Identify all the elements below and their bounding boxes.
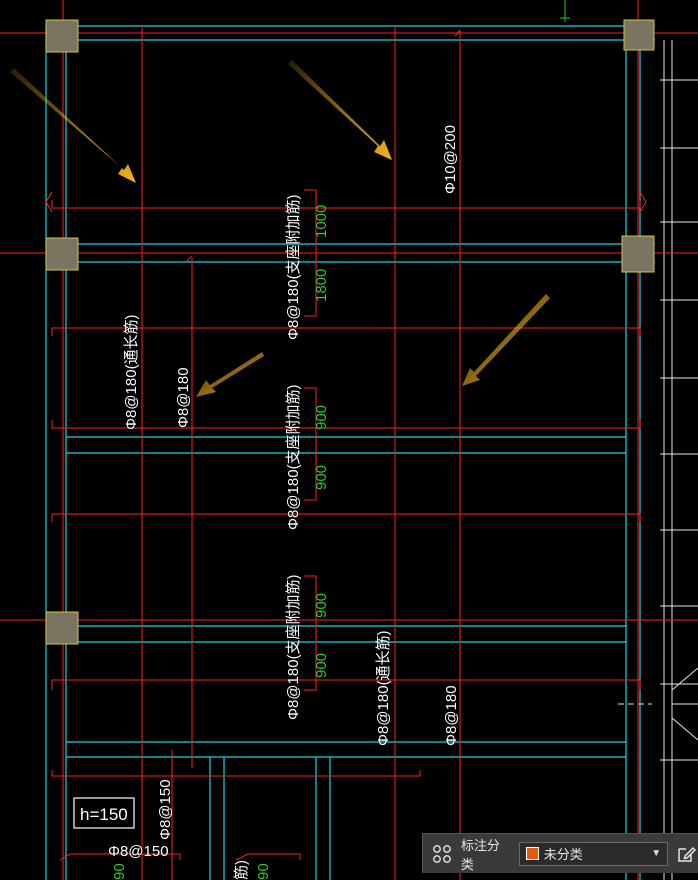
arrow-icon xyxy=(288,60,392,160)
column-mid-right[interactable] xyxy=(621,235,655,273)
category-select[interactable]: 未分类 ▼ xyxy=(518,841,669,866)
dim-label-900-d: 900 xyxy=(313,653,330,678)
column-top-right[interactable] xyxy=(623,19,655,51)
rebar-label-right-low[interactable]: Φ8@180 xyxy=(443,685,460,746)
axis-marker xyxy=(560,0,570,22)
dim-label-cut-bottom: 90 xyxy=(255,863,272,880)
rebar-label-through-left[interactable]: Φ8@180(通长筋) xyxy=(123,314,140,430)
arrow-icon xyxy=(10,68,136,183)
dim-label-1000: 1000 xyxy=(313,205,330,238)
arrow-icon xyxy=(196,352,264,397)
rebar-label-d8-150-vertical[interactable]: Φ8@150 xyxy=(157,779,174,840)
chevron-down-icon[interactable]: ▼ xyxy=(651,848,662,859)
rebar-label-left[interactable]: Φ8@180 xyxy=(175,367,192,428)
column-mid-left[interactable] xyxy=(45,237,79,271)
edit-icon[interactable] xyxy=(674,842,698,866)
highlight-arrows xyxy=(10,60,550,397)
rebar-label-support-mid[interactable]: Φ8@180(支座附加筋) xyxy=(285,384,302,530)
annotation-category-toolbar: 标注分类 未分类 ▼ xyxy=(422,833,698,873)
dim-label-900-b: 900 xyxy=(313,465,330,490)
rebar-label-d8-150-horizontal[interactable]: Φ8@150 xyxy=(108,843,169,860)
columns[interactable] xyxy=(45,19,655,645)
cut-label-partial: 筋) xyxy=(233,860,250,880)
column-low-left[interactable] xyxy=(45,611,79,645)
dim-label-1800: 1800 xyxy=(313,269,330,302)
grid-icon[interactable] xyxy=(429,841,455,867)
category-select-value: 未分类 xyxy=(543,847,583,862)
dim-label-cut-left: 90 xyxy=(111,863,128,880)
arrow-icon xyxy=(462,294,550,386)
dim-label-900-a: 900 xyxy=(313,405,330,430)
category-label: 标注分类 xyxy=(460,837,500,872)
slab-thickness-label: h=150 xyxy=(80,805,128,824)
rebar-label-support-low[interactable]: Φ8@180(支座附加筋) xyxy=(285,574,302,720)
cyan-beam-lines xyxy=(45,25,655,880)
dim-label-900-c: 900 xyxy=(313,593,330,618)
category-color-swatch xyxy=(525,847,539,860)
slab-thickness-box xyxy=(73,797,135,829)
rebar-label-support-top[interactable]: Φ8@180(支座附加筋) xyxy=(285,194,302,340)
rebar-label-d10-200[interactable]: Φ10@200 xyxy=(442,125,459,194)
column-top-left[interactable] xyxy=(45,19,79,53)
right-edge-white-lines xyxy=(618,40,698,880)
rebar-label-through-low[interactable]: Φ8@180(通长筋) xyxy=(375,630,392,746)
